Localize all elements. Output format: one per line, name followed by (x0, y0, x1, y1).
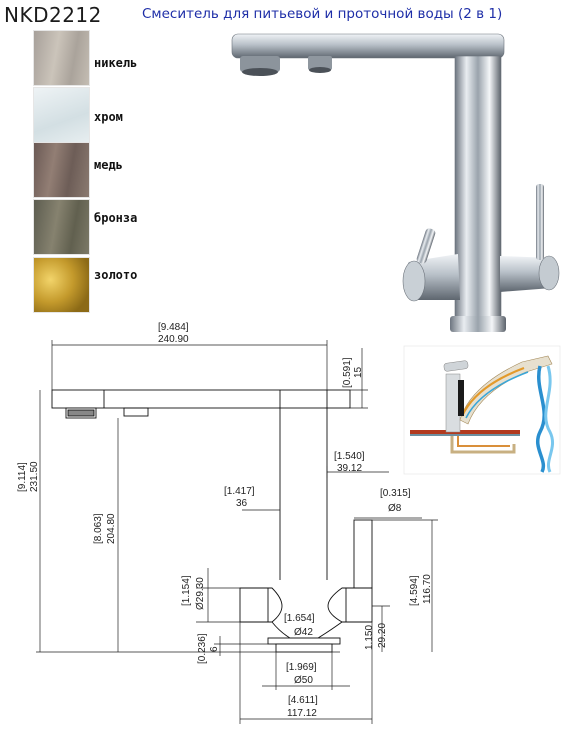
finish-label-nickel: никель (94, 56, 138, 70)
dim-lever-dia-in: [0.315] (380, 488, 411, 499)
finish-label-gold: золото (94, 268, 138, 282)
dim-handle-dia-in: [1.154] (181, 575, 192, 606)
dim-top-thickness-in: [0.591] (342, 357, 353, 388)
dim-handles-span-in: [4.611] (288, 695, 318, 706)
dim-handle-base-mm: 29.20 (377, 623, 388, 648)
dim-lever-height-in: [4.594] (409, 575, 420, 606)
finish-swatch-chrome[interactable] (33, 87, 90, 143)
dim-base-thickness-mm: 6 (209, 646, 220, 652)
dim-lever-dia-mm: Ø8 (388, 503, 402, 514)
dim-spout-offset-mm: 39.12 (337, 463, 362, 474)
dim-base-thickness-in: [0.236] (197, 633, 208, 664)
dim-handle-base-in: 1.150 (364, 625, 375, 650)
dim-handle-dia-mm: Ø29.30 (195, 577, 206, 610)
dim-width-in: [9.484] (158, 322, 189, 333)
dim-width-mm: 240.90 (158, 334, 189, 345)
finish-swatch-copper[interactable] (33, 142, 90, 198)
product-subtitle: Смеситель для питьевой и проточной воды … (142, 6, 503, 22)
dim-spout-height-mm: 204.80 (106, 513, 117, 544)
finish-label-chrome: хром (94, 110, 123, 124)
dim-spout-offset-in: [1.540] (334, 451, 365, 462)
dim-neck-dia-in: [1.654] (284, 613, 315, 624)
model-number: NKD2212 (4, 3, 102, 27)
dim-total-height-mm: 231.50 (29, 461, 40, 492)
finish-label-bronze: бронза (94, 211, 138, 225)
dim-top-thickness-mm: 15 (353, 366, 364, 378)
finish-label-copper: медь (94, 158, 123, 172)
dim-spout-height-in: [8.063] (93, 513, 104, 544)
dim-lever-height-mm: 116.70 (422, 574, 433, 604)
dim-handles-span-mm: 117.12 (287, 708, 317, 719)
dim-base-dia-mm: Ø50 (294, 675, 313, 686)
finish-swatch-nickel[interactable] (33, 30, 90, 86)
finish-swatch-bronze[interactable] (33, 199, 90, 255)
dim-total-height-in: [9.114] (17, 462, 28, 492)
finish-swatch-gold[interactable] (33, 257, 90, 313)
dim-body-dia-in: [1.417] (224, 486, 255, 497)
dim-neck-dia-mm: Ø42 (294, 627, 313, 638)
dim-body-dia-mm: 36 (236, 498, 248, 509)
dim-base-dia-in: [1.969] (286, 662, 317, 673)
